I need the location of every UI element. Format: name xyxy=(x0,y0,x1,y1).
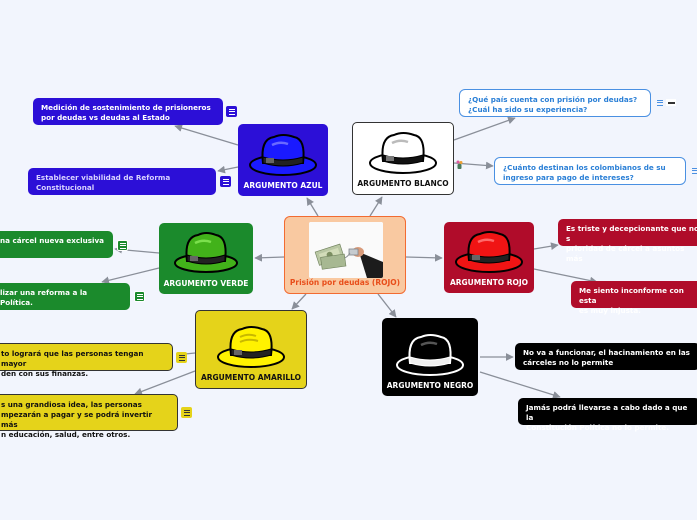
leaf-text-line: Me siento inconforme con esta xyxy=(579,286,684,305)
leaf-text-line: Jamás podrá llevarse a cabo dado a que l… xyxy=(526,403,688,422)
leaf-text-line: lizar una reforma a la xyxy=(0,288,88,297)
leaf-text-line: Establecer viabilidad de Reforma xyxy=(36,173,171,182)
leaf-text-line: prioridad de cárcel a asuntos más xyxy=(566,244,685,263)
leaf-verde-2[interactable]: lizar una reforma a la Política. xyxy=(0,283,130,310)
note-icon[interactable] xyxy=(181,407,192,418)
leaf-rojo-2[interactable]: Me siento inconforme con esta es muy inj… xyxy=(571,281,697,315)
topic-label: ARGUMENTO NEGRO xyxy=(386,381,474,390)
topic-argumento-amarillo[interactable]: ARGUMENTO AMARILLO xyxy=(195,310,307,389)
link-center-verde xyxy=(254,253,285,262)
leaf-text-line: na cárcel nueva exclusiva xyxy=(0,236,105,245)
leaf-text-line: ¿Cuál ha sido su experiencia? xyxy=(468,105,588,114)
leaf-amarillo-1[interactable]: to logrará que las personas tengan mayor… xyxy=(0,343,173,378)
money-handcuffs-photo xyxy=(309,222,383,278)
link-blanco-1 xyxy=(453,116,516,141)
blue-hat-icon xyxy=(249,134,317,176)
leaf-azul-2[interactable]: Establecer viabilidad de Reforma Constit… xyxy=(28,168,216,195)
link-amarillo-2 xyxy=(134,370,196,396)
leaf-negro-1[interactable]: No va a funcionar, el hacinamiento en la… xyxy=(515,343,697,370)
leaf-text-line: Constitución Política no lo permite. xyxy=(526,423,670,432)
leaf-text-line: Medición de sostenimiento de prisioneros xyxy=(41,103,211,112)
link-center-amarillo xyxy=(291,293,307,310)
more-options-icon[interactable] xyxy=(666,99,676,106)
topic-label: ARGUMENTO AMARILLO xyxy=(200,373,302,382)
note-icon[interactable] xyxy=(117,240,128,251)
central-topic-title: Prisión por deudas (ROJO) xyxy=(289,278,401,287)
topic-argumento-blanco[interactable]: ARGUMENTO BLANCO xyxy=(352,122,454,195)
link-center-azul xyxy=(306,197,319,217)
note-icon[interactable] xyxy=(689,165,697,176)
leaf-rojo-1[interactable]: Es triste y decepcionante que no s prior… xyxy=(558,219,697,263)
link-azul-1 xyxy=(174,124,239,146)
leaf-text-line: cárceles no lo permite xyxy=(523,358,614,367)
leaf-amarillo-2[interactable]: s una grandiosa idea, las personas mpeza… xyxy=(0,394,178,439)
topic-label: ARGUMENTO VERDE xyxy=(163,279,249,288)
link-center-blanco xyxy=(369,196,383,217)
link-center-negro xyxy=(377,293,397,318)
green-hat-icon xyxy=(174,232,238,273)
leaf-text-line: es muy injusta. xyxy=(579,306,641,315)
leaf-text-line: n educación, salud, entre otros. xyxy=(1,430,131,439)
link-negro-2 xyxy=(479,371,561,399)
sticker-icon xyxy=(456,154,463,169)
topic-argumento-rojo[interactable]: ARGUMENTO ROJO xyxy=(444,222,534,293)
link-rojo-2 xyxy=(533,268,598,285)
leaf-text-line: por deudas vs deudas al Estado xyxy=(41,113,170,122)
red-hat-icon xyxy=(455,231,523,273)
topic-label: ARGUMENTO BLANCO xyxy=(357,179,449,188)
note-icon[interactable] xyxy=(220,176,231,187)
leaf-verde-1[interactable]: na cárcel nueva exclusiva xyxy=(0,231,113,258)
link-center-rojo xyxy=(405,253,443,262)
leaf-text-line: Es triste y decepcionante que no s xyxy=(566,224,697,243)
black-hat-icon xyxy=(396,334,464,376)
white-hat-icon xyxy=(369,132,437,174)
leaf-blanco-1[interactable]: ¿Qué país cuenta con prisión por deudas?… xyxy=(459,89,651,117)
topic-label: ARGUMENTO ROJO xyxy=(449,278,529,287)
leaf-text-line: No va a funcionar, el hacinamiento en la… xyxy=(523,348,690,357)
leaf-text-line: ingreso para pago de intereses? xyxy=(503,173,634,182)
leaf-text-line: Constitucional xyxy=(36,183,95,192)
leaf-negro-2[interactable]: Jamás podrá llevarse a cabo dado a que l… xyxy=(518,398,697,432)
leaf-text-line: Política. xyxy=(0,298,33,307)
topic-label: ARGUMENTO AZUL xyxy=(243,181,323,190)
note-icon[interactable] xyxy=(226,106,237,117)
leaf-text-line: ¿Qué país cuenta con prisión por deudas? xyxy=(468,95,638,104)
leaf-text-line: mpezarán a pagar y se podrá invertir más xyxy=(1,410,153,429)
yellow-hat-icon xyxy=(217,326,285,368)
topic-argumento-negro[interactable]: ARGUMENTO NEGRO xyxy=(382,318,478,396)
leaf-azul-1[interactable]: Medición de sostenimiento de prisioneros… xyxy=(33,98,223,125)
note-icon[interactable] xyxy=(654,97,665,108)
leaf-text-line: s una grandiosa idea, las personas xyxy=(1,400,142,409)
leaf-text-line: ¿Cuánto destinan los colombianos de su xyxy=(503,163,666,172)
link-azul-2 xyxy=(217,165,239,174)
central-topic[interactable]: Prisión por deudas (ROJO) xyxy=(284,216,406,294)
leaf-text-line: den con sus finanzas. xyxy=(1,369,89,378)
topic-argumento-verde[interactable]: ARGUMENTO VERDE xyxy=(159,223,253,294)
link-rojo-1 xyxy=(533,242,559,251)
note-icon[interactable] xyxy=(134,291,145,302)
note-icon[interactable] xyxy=(176,352,187,363)
leaf-blanco-2[interactable]: ¿Cuánto destinan los colombianos de su i… xyxy=(494,157,686,185)
topic-argumento-azul[interactable]: ARGUMENTO AZUL xyxy=(238,124,328,196)
link-verde-2 xyxy=(101,267,160,285)
leaf-text-line: to logrará que las personas tengan mayor xyxy=(1,349,144,368)
